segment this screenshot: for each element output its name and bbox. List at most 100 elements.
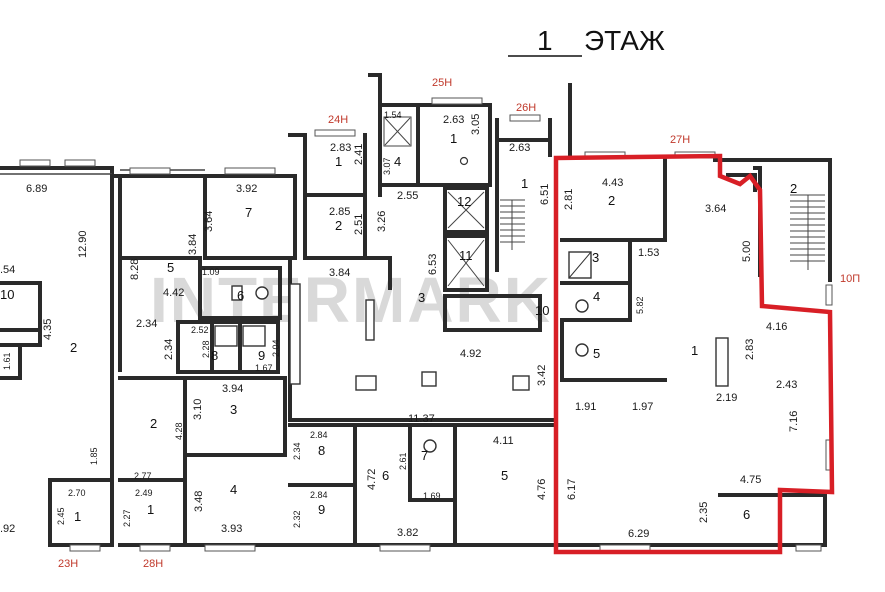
room-number: 1 [335, 154, 342, 169]
dimension-label: 2.84 [310, 430, 328, 440]
dimension-label: 2.77 [134, 471, 152, 481]
room-number: 8 [211, 348, 218, 363]
dimension-label: 6.51 [539, 184, 551, 205]
dimension-label: 3.94 [222, 383, 243, 395]
axis-label: 27Н [670, 134, 690, 146]
dimension-label: 2.84 [310, 490, 328, 500]
axis-labels: 25Н 24Н 26Н 27Н 10П 23Н 28Н [58, 77, 860, 570]
axis-label: 23Н [58, 558, 78, 570]
dimension-label: 4.16 [766, 321, 787, 333]
dimension-label: 2.63 [443, 114, 464, 126]
dimension-label: 2.45 [56, 507, 66, 525]
dimension-label: 1.61 [2, 352, 12, 370]
dimension-label: 4.72 [366, 469, 378, 490]
dimension-label: 4.43 [602, 177, 623, 189]
dimension-label: 4.11 [493, 435, 514, 447]
room-number: 7 [421, 448, 428, 463]
dimension-label: 1.85 [89, 447, 99, 465]
dimension-label: 3.82 [397, 527, 418, 539]
dimension-label: 4.35 [42, 319, 54, 340]
dimension-label: 2.70 [68, 488, 86, 498]
room-number: 1 [521, 176, 528, 191]
room-number: 1 [147, 502, 154, 517]
dimension-label: 3.10 [192, 399, 204, 420]
dimension-label: 3.84 [329, 267, 350, 279]
room-number: 3 [230, 402, 237, 417]
dimension-label: 3.64 [705, 203, 726, 215]
dimension-label: 2.41 [353, 144, 365, 165]
dimension-label: 11.37 [408, 413, 435, 425]
dimension-label: 2.27 [122, 509, 132, 527]
room-number: 5 [593, 346, 600, 361]
dimension-label: 1.91 [575, 401, 596, 413]
floor-word: ЭТАЖ [584, 25, 665, 56]
room-number: 10 [535, 303, 549, 318]
dimension-label: 4.76 [536, 479, 548, 500]
dimension-label: 1.69 [423, 491, 441, 501]
axis-label: 25Н [432, 77, 452, 89]
room-number: 6 [743, 507, 750, 522]
room-number: 3 [418, 290, 425, 305]
dimension-label: 3.05 [470, 114, 482, 135]
dimension-label: 1.54 [384, 110, 402, 120]
axis-label: 24Н [328, 114, 348, 126]
floor-number: 1 [537, 25, 553, 56]
dimension-label: 3.48 [193, 491, 205, 512]
room-number: 4 [593, 289, 600, 304]
dimension-label: 1.97 [632, 401, 653, 413]
dimension-label: 3.92 [236, 183, 257, 195]
dimension-label: 2.83 [330, 142, 351, 154]
room-number: 5 [167, 260, 174, 275]
dimension-label: 12.90 [77, 230, 89, 258]
dimension-label: 8.28 [129, 259, 141, 280]
highlighted-unit [553, 153, 835, 555]
dimension-label: .92 [0, 523, 15, 535]
room-number: 4 [394, 154, 401, 169]
dimension-label: 2.19 [716, 392, 737, 404]
room-number: 3 [592, 250, 599, 265]
dimension-label: 2.55 [397, 190, 418, 202]
dimension-label: 7.16 [788, 411, 800, 432]
dimension-label: 2.49 [135, 488, 153, 498]
room-number: 6 [237, 288, 244, 303]
dimension-label: 2.52 [191, 325, 209, 335]
room-number: 1 [691, 343, 698, 358]
dimension-label: 2.81 [563, 189, 575, 210]
dimension-label: 2.34 [136, 318, 157, 330]
stairs [383, 116, 825, 287]
axis-label: 10П [840, 273, 860, 285]
room-number: 12 [457, 194, 471, 209]
room-number: 11 [459, 248, 473, 263]
dimension-label: .54 [0, 264, 15, 276]
fixtures [214, 156, 729, 453]
dimension-label: 2.34 [163, 339, 175, 360]
dimension-label: 1.53 [638, 247, 659, 259]
dimension-label: 4.28 [174, 422, 184, 440]
room-number: 2 [790, 181, 797, 196]
room-number: 2 [335, 218, 342, 233]
dimension-label: 6.89 [26, 183, 47, 195]
room-number: 6 [382, 468, 389, 483]
dimension-label: 1.67 [255, 363, 273, 373]
dimension-label: 3.64 [203, 211, 215, 232]
room-numbers: 1 1 4 1 2 2 7 5 6 3 2 3 4 8 9 8 9 6 7 5 … [0, 131, 797, 524]
dimension-label: 5.00 [741, 241, 753, 262]
dimension-label: 2.63 [509, 142, 530, 154]
dimension-label: 3.26 [376, 211, 388, 232]
room-number: 5 [501, 468, 508, 483]
room-number: 1 [74, 509, 81, 524]
axis-label: 28Н [143, 558, 163, 570]
dimension-label: 3.07 [382, 157, 392, 175]
dimension-label: 4.75 [740, 474, 761, 486]
dimension-label: 3.84 [187, 234, 199, 255]
dimension-label: 3.42 [536, 365, 548, 386]
axis-label: 26Н [516, 102, 536, 114]
room-number: 2 [608, 193, 615, 208]
room-number: 8 [318, 443, 325, 458]
dimension-label: 2.32 [292, 510, 302, 528]
dimensions: 1.54 2.63 3.05 3.07 2.83 2.41 2.55 2.63 … [0, 110, 800, 540]
dimension-label: 6.53 [427, 254, 439, 275]
dimension-label: 4.92 [460, 348, 481, 360]
dimension-label: 4.42 [163, 287, 184, 299]
